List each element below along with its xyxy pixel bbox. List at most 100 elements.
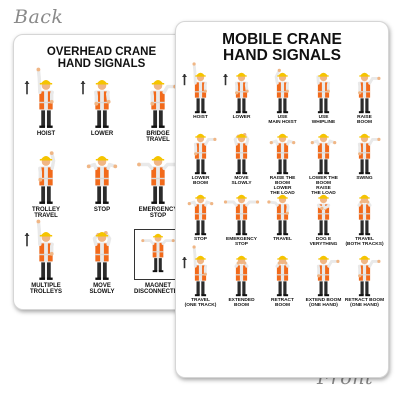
boot bbox=[39, 277, 46, 280]
motion-indicator bbox=[26, 233, 28, 247]
signal-caption-line: BOOM bbox=[275, 303, 290, 309]
vest-stripe bbox=[95, 177, 109, 180]
signal-caption: LOWER bbox=[70, 131, 134, 137]
safety-vest bbox=[358, 82, 371, 98]
vest-stripe bbox=[151, 177, 165, 180]
leg bbox=[365, 158, 369, 173]
hand bbox=[36, 67, 41, 72]
worker-figure bbox=[269, 133, 296, 175]
hardhat-icon bbox=[237, 133, 246, 137]
hand bbox=[49, 99, 54, 104]
boot bbox=[201, 172, 207, 175]
hand bbox=[377, 137, 381, 141]
signal-caption: TRAVEL(BOTH TRACKS) bbox=[340, 237, 389, 247]
safety-vest bbox=[358, 265, 371, 281]
hardhat-brim bbox=[236, 197, 247, 199]
arm bbox=[310, 139, 320, 146]
leg bbox=[360, 280, 364, 295]
arm bbox=[204, 200, 214, 207]
arm bbox=[286, 139, 296, 146]
hand bbox=[333, 141, 337, 145]
hand bbox=[267, 200, 271, 204]
worker-figure bbox=[86, 155, 118, 204]
signal-illustration bbox=[233, 133, 250, 175]
boot bbox=[365, 233, 371, 236]
signal-caption-line: THE LOAD bbox=[311, 191, 336, 197]
safety-vest bbox=[95, 91, 109, 110]
boot bbox=[358, 294, 364, 297]
boot bbox=[235, 111, 241, 114]
signal-caption-line: EXTENDED bbox=[228, 298, 255, 303]
leg bbox=[237, 158, 241, 173]
boot bbox=[242, 111, 248, 114]
signal-cell: EXTEND BOOM(ONE HAND) bbox=[303, 251, 344, 312]
hardhat-icon bbox=[237, 194, 246, 198]
leg bbox=[360, 97, 364, 112]
arm bbox=[327, 139, 337, 146]
hardhat-brim bbox=[39, 82, 53, 85]
safety-vest bbox=[194, 143, 207, 159]
leg bbox=[196, 97, 200, 112]
hand bbox=[235, 91, 239, 95]
signal-caption-line: USE bbox=[277, 115, 288, 120]
arm bbox=[368, 259, 381, 268]
safety-vest bbox=[317, 265, 330, 281]
signal-caption-line: HOIST bbox=[36, 131, 56, 137]
hardhat-icon bbox=[360, 194, 369, 198]
signal-cell: RETRACT BOOM(ONE HAND) bbox=[344, 251, 385, 312]
hardhat-icon bbox=[40, 155, 52, 160]
worker-figure bbox=[357, 133, 381, 175]
worker-figure bbox=[150, 79, 177, 128]
arm bbox=[141, 239, 155, 246]
worker-figure bbox=[233, 133, 250, 175]
boot bbox=[235, 294, 241, 297]
motion-indicator bbox=[183, 74, 186, 86]
boot bbox=[276, 172, 282, 175]
signal-caption-line: STOP bbox=[235, 242, 248, 248]
hardhat-icon bbox=[360, 72, 369, 76]
signal-illustration bbox=[275, 255, 290, 297]
signal-illustration bbox=[357, 133, 381, 175]
safety-vest bbox=[39, 91, 53, 110]
leg bbox=[102, 261, 107, 279]
signal-caption-line: LOWER bbox=[191, 176, 210, 181]
signal-caption-line: RAISE bbox=[316, 186, 331, 192]
signal-illustration bbox=[38, 151, 56, 204]
leg bbox=[283, 219, 287, 234]
hardhat-icon bbox=[40, 79, 52, 84]
safety-vest bbox=[235, 265, 248, 281]
leg bbox=[153, 109, 158, 127]
signal-illustration bbox=[80, 79, 111, 128]
leg bbox=[158, 185, 163, 203]
hand bbox=[277, 68, 281, 72]
signal-illustration bbox=[150, 79, 177, 128]
safety-vest bbox=[152, 242, 164, 258]
arm bbox=[49, 151, 56, 171]
worker-figure bbox=[234, 255, 249, 297]
leg bbox=[158, 109, 163, 127]
safety-vest bbox=[276, 204, 289, 220]
leg bbox=[41, 109, 46, 127]
signal-cell: TRAVEL bbox=[262, 190, 303, 251]
hardhat-icon bbox=[360, 255, 369, 259]
arm bbox=[368, 137, 381, 146]
boot bbox=[194, 233, 200, 236]
hand bbox=[358, 152, 362, 156]
leg bbox=[324, 219, 328, 234]
hardhat-brim bbox=[153, 236, 163, 238]
boot bbox=[194, 111, 200, 114]
signal-caption-line: TROLLEY bbox=[32, 207, 60, 213]
hand bbox=[137, 162, 141, 167]
leg bbox=[46, 185, 51, 203]
arm bbox=[161, 239, 175, 246]
